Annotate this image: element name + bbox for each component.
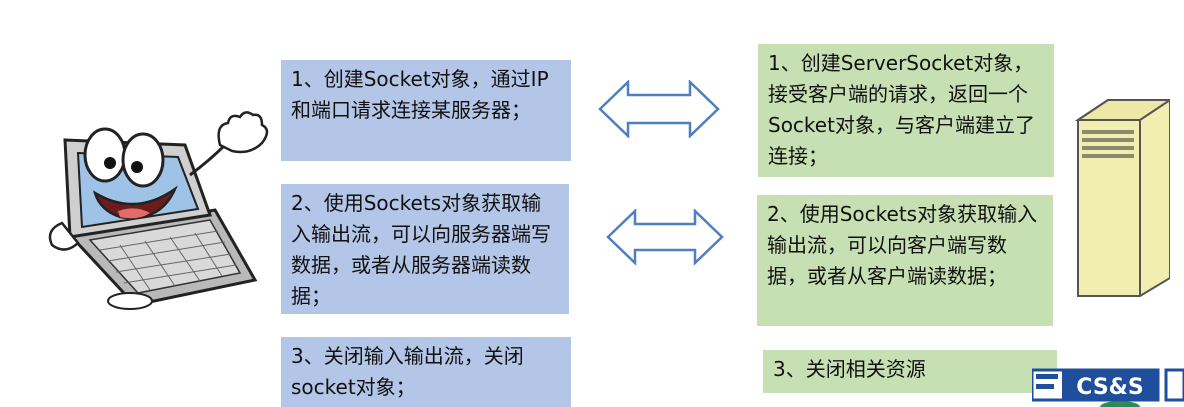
server-tower-icon bbox=[1074, 99, 1170, 297]
client-step-1-box: 1、创建Socket对象，通过IP和端口请求连接某服务器； bbox=[281, 60, 571, 161]
server-step-1-box: 1、创建ServerSocket对象，接受客户端的请求，返回一个Socket对象… bbox=[758, 44, 1054, 177]
client-step-3-box: 3、关闭输入输出流，关闭socket对象； bbox=[281, 337, 571, 407]
client-step-2-box: 2、使用Sockets对象获取输入输出流，可以向服务器端写数据，或者从服务器端读… bbox=[281, 184, 569, 314]
server-step-1-text: 1、创建ServerSocket对象，接受客户端的请求，返回一个Socket对象… bbox=[768, 51, 1035, 168]
client-step-3-text: 3、关闭输入输出流，关闭socket对象； bbox=[291, 344, 524, 399]
double-arrow-icon bbox=[598, 80, 720, 138]
server-step-2-text: 2、使用Sockets对象获取输入输出流，可以向客户端写数据，或者从客户端读数据… bbox=[767, 202, 1038, 288]
client-step-1-text: 1、创建Socket对象，通过IP和端口请求连接某服务器； bbox=[291, 67, 549, 122]
server-step-3-box: 3、关闭相关资源 bbox=[763, 350, 1057, 393]
svg-text:CS&S: CS&S bbox=[1076, 375, 1143, 400]
css-logo-icon: CS&S bbox=[1032, 368, 1184, 407]
server-step-2-box: 2、使用Sockets对象获取输入输出流，可以向客户端写数据，或者从客户端读数据… bbox=[757, 195, 1053, 326]
server-step-3-text: 3、关闭相关资源 bbox=[773, 357, 926, 381]
double-arrow-icon bbox=[606, 209, 724, 265]
client-step-2-text: 2、使用Sockets对象获取输入输出流，可以向服务器端写数据，或者从服务器端读… bbox=[291, 191, 551, 308]
laptop-mascot-icon bbox=[48, 111, 269, 310]
